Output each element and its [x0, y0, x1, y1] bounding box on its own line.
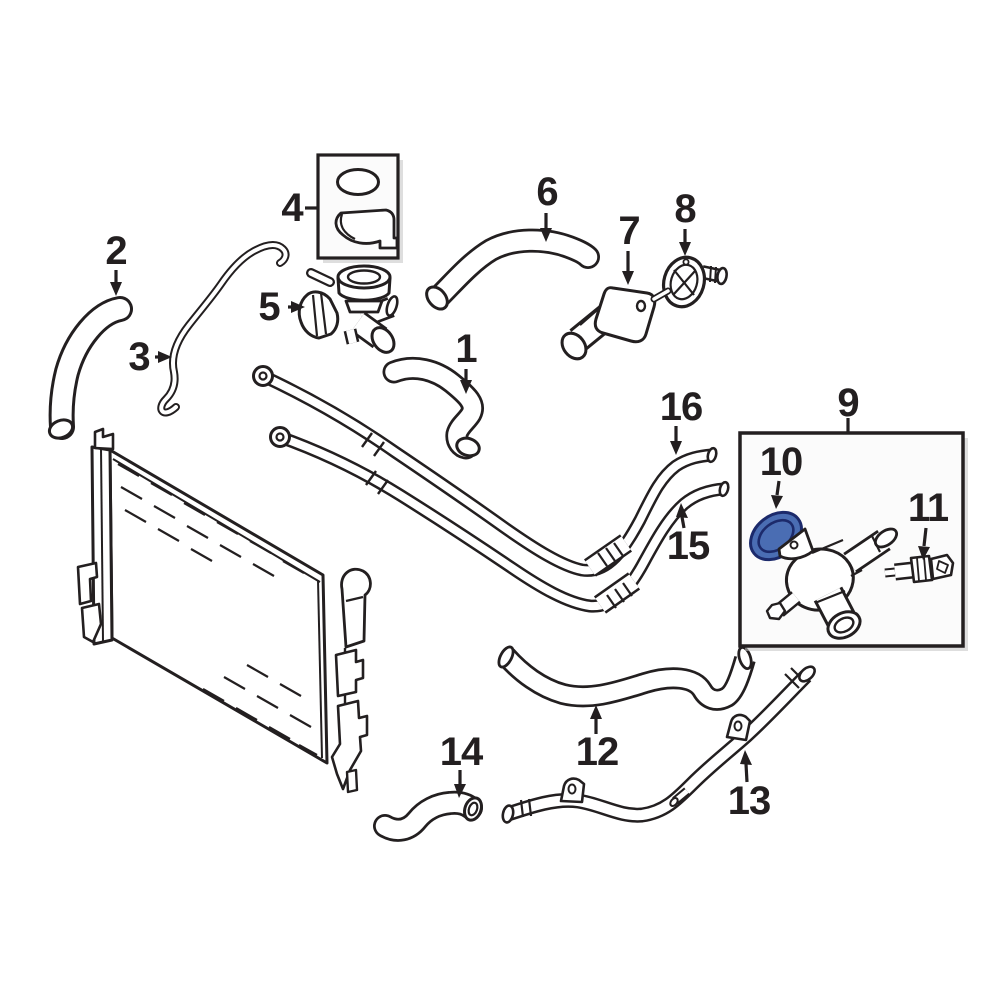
- callout-arrow-11: [918, 527, 930, 560]
- heater-hose-6: [425, 228, 600, 311]
- reservoir-hose-3: [157, 241, 290, 417]
- callout-10: 10: [759, 440, 803, 484]
- callout-arrow-10: [771, 480, 783, 509]
- callout-arrow-1: [460, 369, 472, 394]
- callout-arrow-12: [590, 705, 602, 734]
- callout-arrow-3: [155, 351, 172, 363]
- callout-12: 12: [575, 730, 619, 774]
- water-outlet-housing: [765, 527, 899, 640]
- callout-11: 11: [907, 486, 949, 530]
- callout-9: 9: [837, 381, 859, 425]
- callout-arrow-16: [670, 426, 682, 455]
- radiator-hose-14: [373, 790, 483, 842]
- callout-16: 16: [659, 385, 703, 429]
- callout-6: 6: [536, 170, 558, 214]
- callout-arrow-6: [540, 213, 552, 242]
- heater-hose-12: [497, 645, 756, 711]
- callout-arrow-15: [676, 503, 688, 529]
- callout-arrow-2: [110, 270, 122, 296]
- upper-radiator-hose-2: [47, 296, 133, 440]
- callout-3: 3: [128, 335, 150, 379]
- callout-arrow-7: [622, 251, 634, 285]
- callout-2: 2: [105, 229, 127, 273]
- callout-arrow-14: [454, 770, 466, 798]
- callout-15: 15: [666, 524, 710, 568]
- callout-arrow-8: [679, 229, 691, 256]
- callout-arrow-13: [740, 750, 752, 783]
- thermostat-8: [650, 255, 728, 309]
- callout-13: 13: [727, 779, 771, 823]
- coolant-temp-sensor-11: [884, 553, 955, 584]
- radiator-drawing: [76, 427, 372, 794]
- callout-4: 4: [281, 186, 303, 230]
- callout-arrow-5: [288, 301, 305, 313]
- callout-1: 1: [455, 327, 477, 371]
- reservoir-cap-box-4: [316, 153, 403, 263]
- pipe-ports: [252, 365, 291, 448]
- coolant-pipe-15: [277, 430, 730, 613]
- callout-8: 8: [674, 187, 696, 231]
- coolant-pipe-16: [260, 370, 718, 577]
- pipe-union-collars: [584, 534, 641, 614]
- filler-neck-5: [297, 264, 399, 354]
- callout-14: 14: [439, 730, 483, 774]
- coolant-pipe-13: [501, 665, 816, 824]
- callout-7: 7: [618, 209, 640, 253]
- water-inlet-fitting-7: [560, 286, 657, 361]
- callout-5: 5: [258, 285, 280, 329]
- radiator-hose-1: [382, 356, 484, 460]
